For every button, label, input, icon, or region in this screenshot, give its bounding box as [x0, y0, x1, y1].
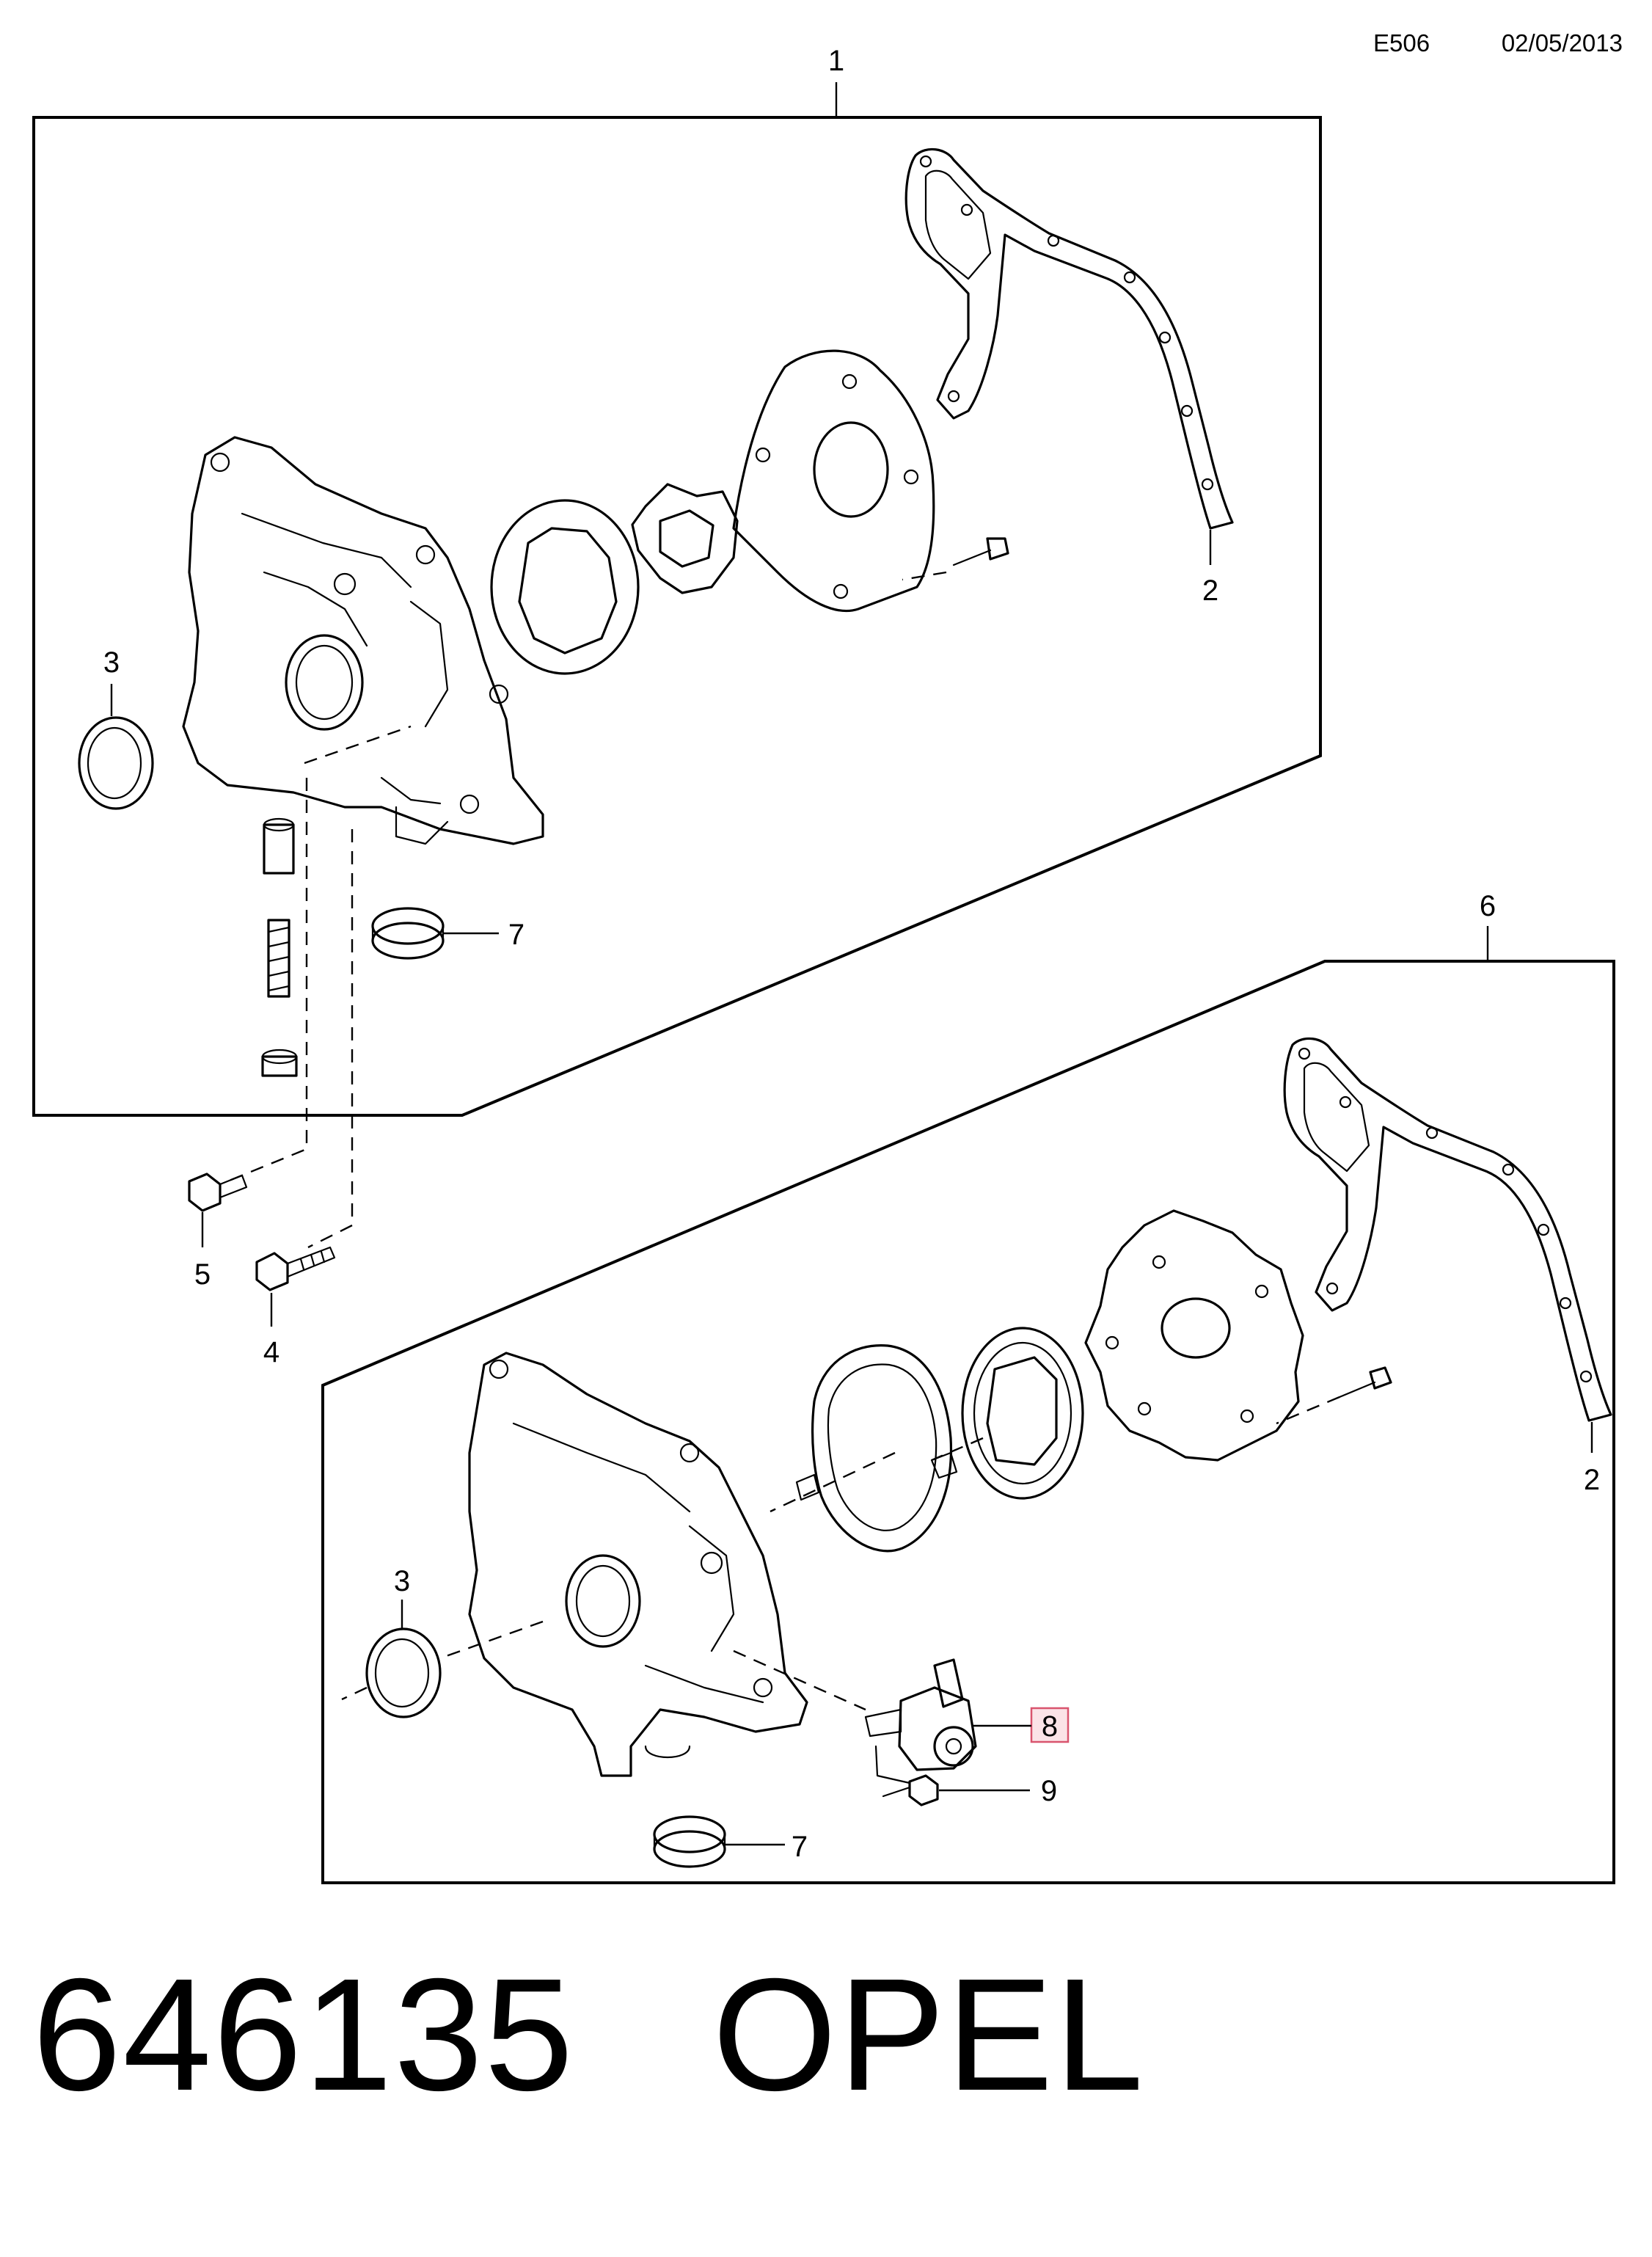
seal-part-b	[365, 1627, 442, 1718]
callout-5: 5	[194, 1258, 211, 1291]
callout-7b: 7	[792, 1831, 808, 1863]
inner-rotor-part	[631, 483, 739, 594]
pump-housing-part	[182, 436, 544, 845]
plate-screw-axis	[902, 571, 947, 581]
diagram-code: E506	[1373, 29, 1430, 56]
pump-housing-part-b	[468, 1352, 808, 1777]
group-6: 6 2	[321, 890, 1615, 1884]
gasket-part-b	[1283, 1037, 1612, 1422]
relief-valve-plug	[261, 1049, 298, 1077]
callout-3b: 3	[394, 1565, 410, 1597]
outer-rotor-part	[490, 499, 640, 675]
plate-screw-b	[1338, 1366, 1392, 1399]
backing-plate-part-b	[1084, 1209, 1304, 1462]
drive-ring-part	[795, 1344, 958, 1553]
callout-9: 9	[1041, 1775, 1057, 1807]
callout-3a: 3	[103, 646, 120, 679]
gasket-part	[904, 147, 1234, 530]
screw-part	[874, 1745, 939, 1806]
rotor-set-part	[931, 1327, 1084, 1500]
callout-8-highlight	[1030, 1707, 1070, 1743]
part-number-caption: 646135 OPEL	[32, 1946, 1145, 2124]
backing-plate-part	[732, 349, 935, 613]
oring-part-b	[653, 1815, 726, 1868]
seal-part	[78, 716, 154, 810]
callout-6: 6	[1480, 890, 1496, 922]
callout-1: 1	[828, 45, 844, 77]
plate-screw	[952, 537, 1009, 566]
diagram-date: 02/05/2013	[1502, 29, 1623, 56]
group-6-frame	[321, 960, 1615, 1884]
relief-valve-piston	[263, 817, 295, 875]
callout-4: 4	[263, 1336, 279, 1368]
relief-valve-spring	[267, 919, 290, 998]
ring-axis	[770, 1451, 896, 1513]
seal-b-axis	[341, 1686, 368, 1701]
bolt-5-axis	[227, 778, 308, 1183]
group-1: 1 2	[32, 45, 1322, 1117]
callout-7a: 7	[508, 919, 525, 951]
callout-8[interactable]: 8	[1042, 1710, 1058, 1743]
group-1-frame	[32, 116, 1322, 1117]
callout-2a: 2	[1202, 575, 1218, 607]
valve-axis	[733, 1649, 866, 1711]
bolt-4-axis	[307, 829, 354, 1249]
bolt-5-part	[188, 1173, 248, 1212]
callout-2b: 2	[1584, 1464, 1600, 1496]
solenoid-valve-part	[864, 1658, 977, 1771]
housing-axis	[304, 725, 412, 765]
plate-screw-b-axis	[1276, 1396, 1340, 1425]
oring-part	[371, 907, 445, 960]
bolt-4-part	[255, 1246, 336, 1291]
housing-b-axis	[439, 1620, 544, 1660]
